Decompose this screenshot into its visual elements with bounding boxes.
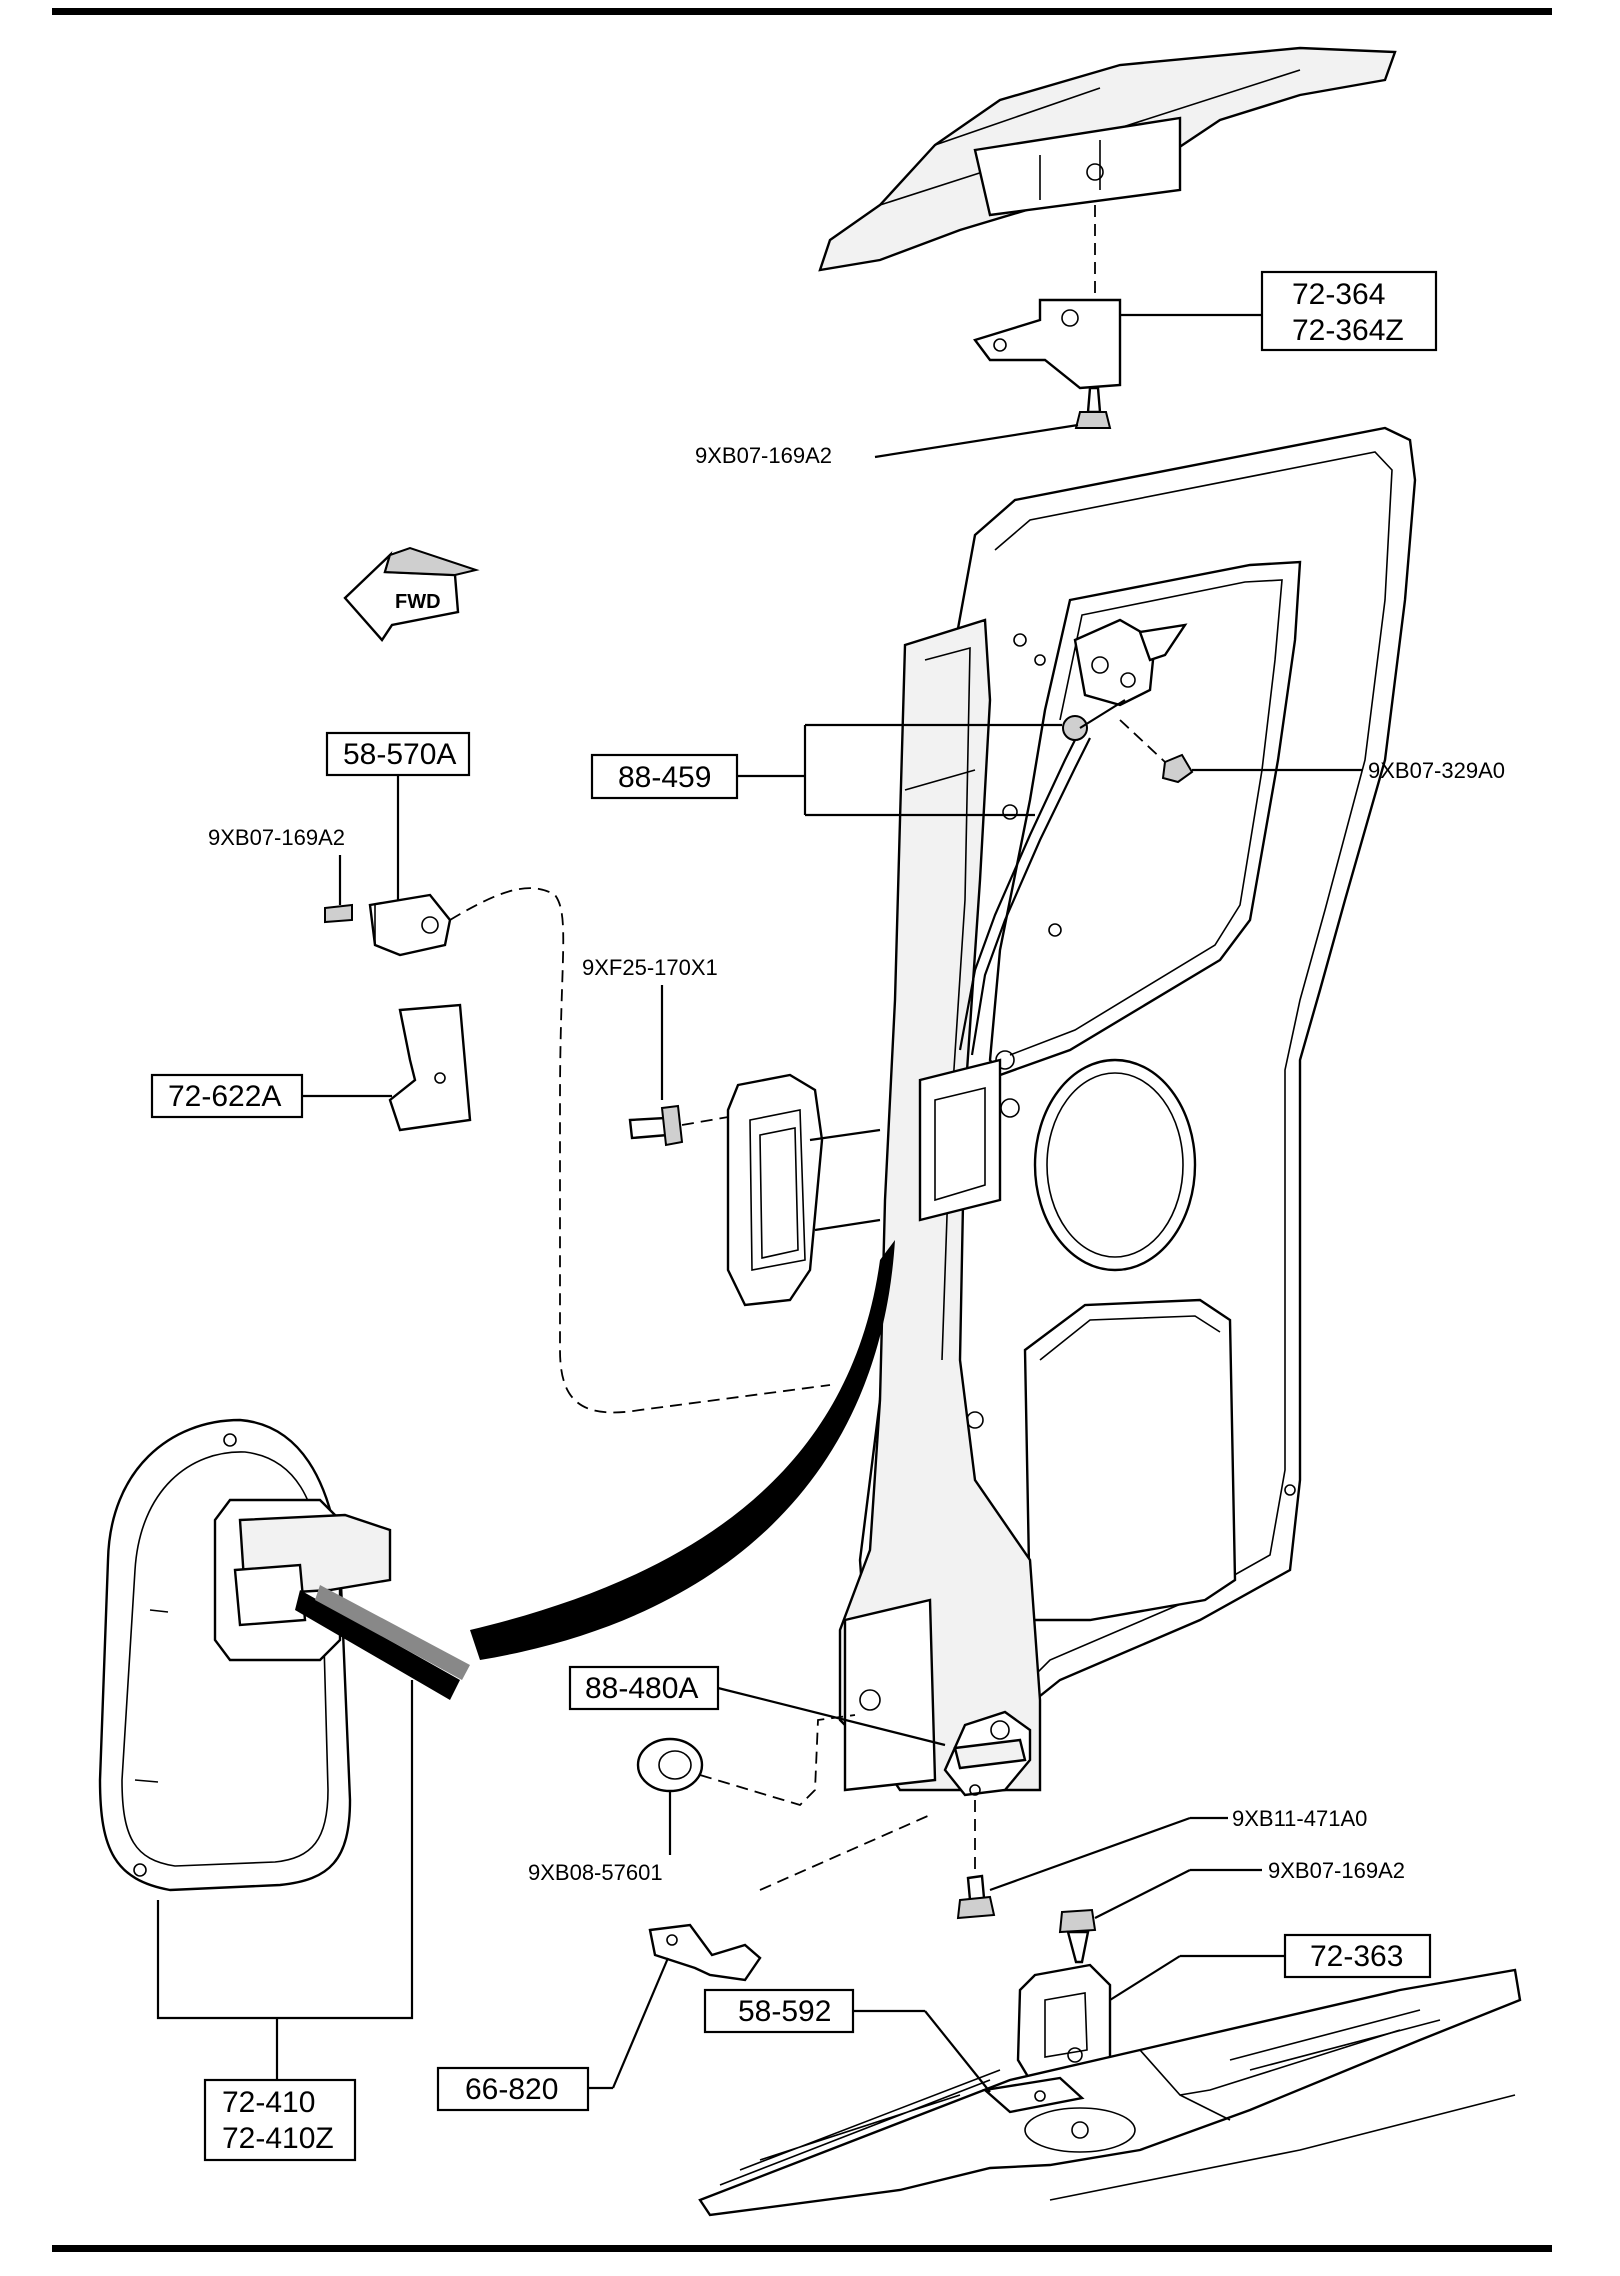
label-bolt-329: 9XB07-329A0 [1368,758,1505,783]
inside-handle [726,1073,881,1307]
bolt-329 [1119,719,1194,784]
label-58-592: 58-592 [738,1995,831,2028]
label-bolt-169-lower: 9XB07-169A2 [1268,1858,1405,1883]
leader-bolt-169-lower [1094,1869,1191,1919]
bracket-72-364 [973,298,1122,390]
label-88-480A: 88-480A [585,1672,698,1705]
fwd-arrow-icon: FWD [343,546,480,642]
bottom-rule [52,2245,1552,2252]
label-88-459: 88-459 [618,761,711,794]
bolt-471 [956,1874,996,1920]
rocker-sill [698,1968,1522,2217]
box-72-410 [203,2078,357,2162]
leader-grommet-latch [699,1714,856,1807]
label-72-364: 72-364 [1292,278,1385,311]
label-bolt-left: 9XB07-169A2 [208,825,345,850]
leader-88-480A [717,1686,946,1747]
label-72-622A: 72-622A [168,1080,281,1113]
label-58-570A: 58-570A [343,738,456,771]
shim-58-592 [982,2076,1085,2114]
leader-72-410 [156,1680,414,2080]
label-grommet: 9XB08-57601 [528,1860,663,1885]
door-sensor [648,1923,762,1982]
label-72-363: 72-363 [1310,1940,1403,1973]
leader-58-592-d [924,2010,991,2093]
lower-latch [943,1710,1032,1797]
bolt-169-lower [1058,1908,1097,1964]
label-72-410: 72-410 [222,2086,315,2119]
leader-bracket-to-latch [449,887,831,1414]
leader-88-459 [737,723,1062,817]
door-inner-panel [858,426,1417,1732]
label-bolt-471: 9XB11-471A0 [1232,1806,1367,1831]
bolt-top [1074,386,1112,429]
label-bolt-170: 9XF25-170X1 [582,955,718,980]
door-pillar [838,618,1042,1792]
bolt-170 [628,1104,684,1147]
bolt-left [324,903,353,924]
pad-72-622A [388,1003,472,1132]
box-72-364 [1260,270,1438,352]
leader-bolt-471 [989,1816,1191,1892]
label-72-410Z: 72-410Z [222,2122,334,2155]
label-72-364Z: 72-364Z [1292,314,1404,347]
label-66-820: 66-820 [465,2073,558,2106]
label-bolt-top: 9XB07-169A2 [695,443,832,468]
roof-rail [818,46,1397,272]
weatherstrip-band [470,1240,895,1660]
upper-latch [958,618,1188,1056]
grommet [636,1737,704,1793]
outside-handle-panel [98,1418,470,1892]
fwd-label: FWD [395,591,441,613]
leader-66-820 [611,1957,670,2089]
leader-72-363 [1109,1955,1181,2001]
leader-sensor [759,1814,931,1891]
top-rule [52,8,1552,15]
leader-bolt-top [874,423,1079,459]
bracket-58-570A [368,893,452,957]
